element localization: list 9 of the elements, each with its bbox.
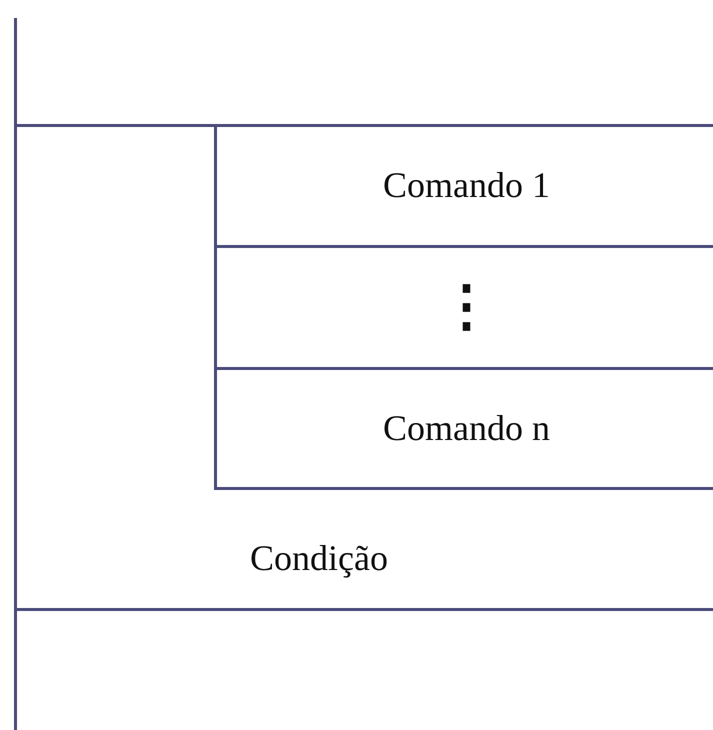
command-text: Comando 1 <box>383 166 550 206</box>
command-block <box>214 370 713 490</box>
condition-text: Condição <box>250 539 388 579</box>
ellipsis-text: ⋮ <box>438 276 494 338</box>
loop-block <box>14 127 713 611</box>
command-text: Comando n <box>383 408 550 448</box>
empty-block <box>14 18 713 127</box>
command-block <box>214 248 713 370</box>
command-block <box>214 127 713 248</box>
